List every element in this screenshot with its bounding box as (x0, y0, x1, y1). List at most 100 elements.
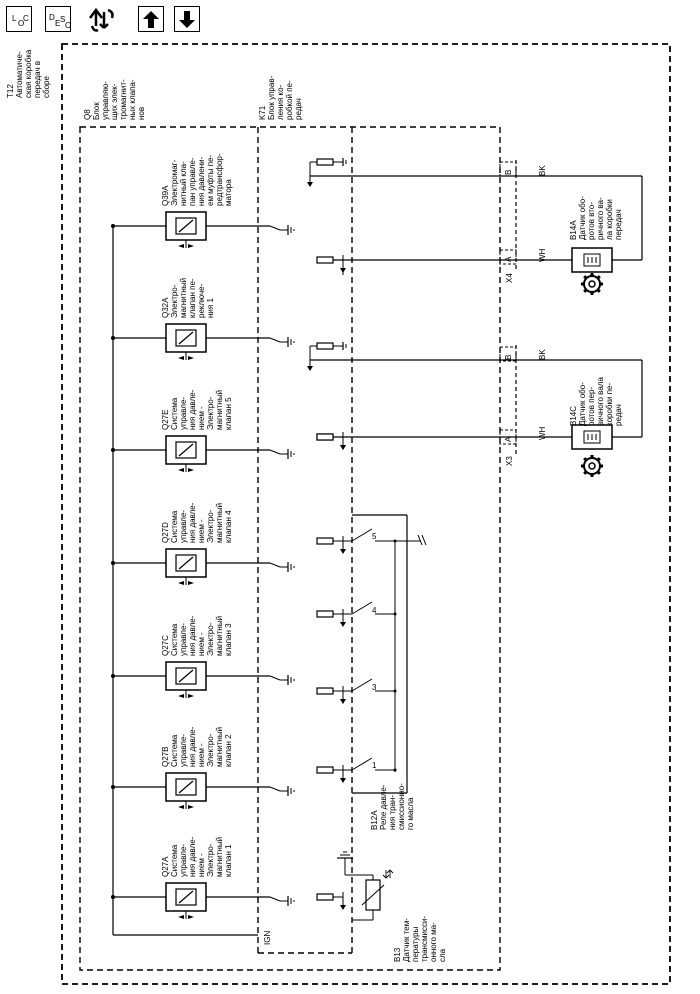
solenoid-name-line: магнитный (215, 503, 224, 543)
svg-text:передач: передач (614, 209, 623, 240)
svg-text:онного ма-: онного ма- (429, 922, 438, 962)
solenoid-id: Q27B (161, 747, 170, 767)
connector-view-button[interactable] (86, 6, 116, 34)
svg-text:редач: редач (294, 98, 303, 120)
speed-sensor-circuit (307, 158, 643, 295)
svg-text:пературы: пературы (411, 926, 420, 962)
arrow-up-icon (143, 11, 159, 28)
pin-4: 4 (372, 606, 377, 615)
location-button[interactable]: L O C (6, 6, 32, 32)
desc-letter-e: E (55, 19, 60, 28)
solenoid-name-line: ния давле- (188, 726, 197, 767)
solenoid-name-line: Электро- (206, 509, 215, 543)
solenoid-name-line: ния давле- (188, 836, 197, 877)
svg-text:редач: редач (614, 404, 623, 426)
svg-text:Q8: Q8 (83, 109, 92, 120)
solenoid-name-line: управле- (179, 844, 188, 877)
solenoid-name-line: клапан 2 (224, 734, 233, 767)
x3-label: X3 (505, 456, 514, 466)
b12a-label: B12A Реле давле- ния тран- смиссионно- г… (370, 783, 415, 830)
loc-letter-l: L (12, 14, 17, 23)
wire-bk-x4: BK (538, 165, 547, 176)
svg-text:робкой пе-: робкой пе- (285, 80, 294, 120)
speed-sensor-circuit (307, 342, 643, 477)
svg-text:тромагнит-: тромагнит- (119, 79, 128, 120)
b14c-label: B14C Датчик обо- ротов пер- вичного вала… (569, 377, 623, 426)
svg-text:Блок: Блок (92, 102, 101, 120)
solenoid-name-line: клапан 1 (224, 844, 233, 877)
solenoid-name-line: Электро- (206, 843, 215, 877)
solenoid-name-line: ния 1 (206, 298, 215, 318)
svg-text:сла: сла (438, 948, 447, 962)
previous-page-button[interactable] (138, 6, 164, 32)
solenoid-name-line: клапан 3 (224, 623, 233, 656)
desc-letter-d: D (49, 13, 55, 22)
wire-wh-x4: WH (538, 248, 547, 262)
solenoid-name-line: Электромаг- (170, 159, 179, 206)
solenoid-q27a (111, 882, 295, 919)
t12-label: T12 Автоматиче- ская коробка передач в с… (6, 49, 51, 98)
driver-output (316, 678, 397, 704)
svg-text:смиссионно-: смиссионно- (397, 783, 406, 830)
solenoid-name-line: нием - (197, 853, 206, 877)
solenoid-name-line: управле- (179, 623, 188, 656)
solenoid-name-line: нием - (197, 632, 206, 656)
desc-letter-s: S (60, 15, 65, 24)
svg-text:ления ко-: ления ко- (276, 84, 285, 120)
driver-output (316, 432, 346, 450)
solenoid-name-line: Система (170, 623, 179, 656)
solenoid-name-line: ния давлени- (197, 156, 206, 206)
b13-label: B13 Датчик тем- пературы трансмисси- онн… (393, 916, 447, 962)
svg-text:ла коробки: ла коробки (605, 199, 614, 240)
temp-sensor-b13 (337, 851, 394, 921)
solenoid-name-line: нитный кла- (179, 161, 188, 206)
svg-text:T12: T12 (6, 84, 15, 98)
pin-5: 5 (372, 532, 377, 541)
svg-text:Блок управ-: Блок управ- (267, 75, 276, 120)
solenoid-id: Q27A (161, 856, 170, 877)
solenoid-name-line: ния давле- (188, 502, 197, 543)
location-icon: L O C (12, 14, 29, 28)
solenoid-q32a (111, 323, 295, 360)
wire-wh-x3: WH (538, 426, 547, 440)
solenoid-q27d (111, 548, 295, 585)
svg-text:B12A: B12A (370, 810, 379, 830)
solenoid-id: Q27D (161, 522, 170, 543)
svg-text:управляю-: управляю- (101, 81, 110, 120)
solenoid-name-line: нием - (197, 743, 206, 767)
solenoid-name-line: Система (170, 844, 179, 877)
solenoid-name-line: магнитный (215, 616, 224, 656)
loc-letter-c: C (23, 14, 29, 23)
solenoid-name-line: клапан 4 (224, 510, 233, 543)
pin-1: 1 (372, 761, 377, 770)
q8-label: Q8 Блок управляю- щих элек- тромагнит- н… (83, 79, 146, 120)
driver-output (316, 601, 397, 627)
svg-text:ротов вто-: ротов вто- (587, 202, 596, 240)
q8-border (79, 126, 501, 971)
svg-text:вичного вала: вичного вала (596, 377, 605, 426)
svg-text:B14C: B14C (569, 406, 578, 426)
b14a-label: B14A Датчик обо- ротов вто- ричного ва- … (569, 196, 623, 240)
solenoid-name-line: магнитный (215, 390, 224, 430)
svg-text:нов: нов (137, 107, 146, 120)
svg-text:Реле давле-: Реле давле- (379, 784, 388, 830)
gear-icon (581, 273, 603, 295)
svg-text:передач в: передач в (33, 61, 42, 98)
x3-pin-b: B (504, 355, 513, 360)
x4-label: X4 (505, 273, 514, 283)
svg-text:B13: B13 (393, 947, 402, 962)
description-button[interactable]: D E S C (45, 6, 71, 32)
ign-label: IGN (263, 931, 272, 945)
svg-text:Датчик обо-: Датчик обо- (578, 382, 587, 426)
next-page-button[interactable] (174, 6, 200, 32)
svg-text:щих элек-: щих элек- (110, 83, 119, 120)
description-icon: D E S C (49, 13, 71, 30)
solenoid-name-line: магнитный (179, 278, 188, 318)
solenoid-name-line: управле- (179, 734, 188, 767)
solenoid-name-line: Система (170, 397, 179, 430)
